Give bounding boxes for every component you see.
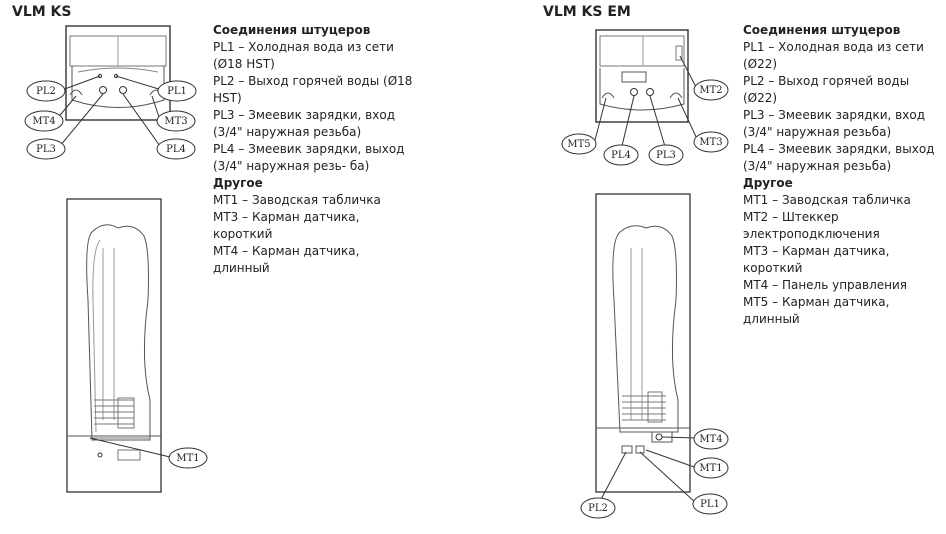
left-callout-mt1: MT1 — [168, 447, 208, 469]
right-front-view — [595, 193, 691, 493]
left-connection-pl4: PL4 – Змеевик зарядки, выход (3/4" наруж… — [213, 142, 405, 173]
svg-text:MT3: MT3 — [164, 116, 187, 127]
right-other-mt1: MT1 – Заводская табличка — [743, 193, 911, 207]
svg-text:PL4: PL4 — [166, 144, 186, 155]
svg-text:PL2: PL2 — [588, 503, 608, 514]
svg-text:MT2: MT2 — [699, 85, 722, 96]
right-other-mt2: MT2 – Штеккер электроподключения — [743, 210, 880, 241]
right-callout-mt1: MT1 — [693, 457, 729, 479]
svg-text:MT3: MT3 — [699, 137, 722, 148]
left-callout-mt4: MT4 — [24, 110, 64, 132]
left-connection-pl1: PL1 – Холодная вода из сети (Ø18 HST) — [213, 40, 394, 71]
left-connections-heading: Соединения штуцеров — [213, 23, 371, 37]
right-callout-pl3: PL3 — [648, 144, 684, 166]
right-callout-mt3: MT3 — [693, 131, 729, 153]
svg-text:MT4: MT4 — [699, 434, 722, 445]
right-callout-pl4: PL4 — [603, 144, 639, 166]
svg-text:PL2: PL2 — [36, 86, 56, 97]
right-title: VLM KS EM — [543, 4, 631, 20]
right-legend: Соединения штуцеров PL1 – Холодная вода … — [743, 22, 943, 328]
svg-text:PL1: PL1 — [700, 499, 720, 510]
left-callout-pl2: PL2 — [26, 80, 66, 102]
right-callout-mt2: MT2 — [693, 79, 729, 101]
right-other-mt4: MT4 – Панель управления — [743, 278, 908, 292]
left-connection-pl3: PL3 – Змеевик зарядки, вход (3/4" наружн… — [213, 108, 395, 139]
left-title: VLM KS — [12, 4, 72, 20]
left-other-mt1: MT1 – Заводская табличка — [213, 193, 381, 207]
left-callout-pl3: PL3 — [26, 138, 66, 160]
right-other-mt3: MT3 – Карман датчика, короткий — [743, 244, 890, 275]
left-connection-pl2: PL2 – Выход горячей воды (Ø18 HST) — [213, 74, 413, 105]
svg-text:MT5: MT5 — [567, 139, 590, 150]
left-other-mt3: MT3 – Карман датчика, короткий — [213, 210, 360, 241]
right-callout-mt4: MT4 — [693, 428, 729, 450]
svg-text:PL3: PL3 — [656, 150, 676, 161]
svg-text:PL4: PL4 — [611, 150, 631, 161]
left-callout-mt3: MT3 — [156, 110, 196, 132]
right-callout-pl1: PL1 — [692, 493, 728, 515]
svg-text:MT1: MT1 — [699, 463, 722, 474]
left-front-view — [66, 198, 162, 493]
right-connections-heading: Соединения штуцеров — [743, 23, 901, 37]
left-callout-pl1: PL1 — [157, 80, 197, 102]
right-top-view — [595, 29, 689, 123]
right-other-mt5: MT5 – Карман датчика, длинный — [743, 295, 890, 326]
svg-text:MT1: MT1 — [176, 453, 199, 464]
left-top-view — [65, 25, 171, 121]
right-connection-pl1: PL1 – Холодная вода из сети (Ø22) — [743, 40, 924, 71]
right-connection-pl4: PL4 – Змеевик зарядки, выход (3/4" наруж… — [743, 142, 935, 173]
left-other-mt4: MT4 – Карман датчика, длинный — [213, 244, 360, 275]
right-connection-pl2: PL2 – Выход горячей воды (Ø22) — [743, 74, 910, 105]
svg-text:PL3: PL3 — [36, 144, 56, 155]
right-connection-pl3: PL3 – Змеевик зарядки, вход (3/4" наружн… — [743, 108, 925, 139]
left-other-heading: Другое — [213, 176, 263, 190]
right-callout-mt5: MT5 — [561, 133, 597, 155]
svg-text:MT4: MT4 — [32, 116, 55, 127]
right-other-heading: Другое — [743, 176, 793, 190]
right-callout-pl2: PL2 — [580, 497, 616, 519]
left-legend: Соединения штуцеров PL1 – Холодная вода … — [213, 22, 413, 277]
svg-text:PL1: PL1 — [167, 86, 187, 97]
leader-lines — [55, 55, 699, 506]
left-callout-pl4: PL4 — [156, 138, 196, 160]
